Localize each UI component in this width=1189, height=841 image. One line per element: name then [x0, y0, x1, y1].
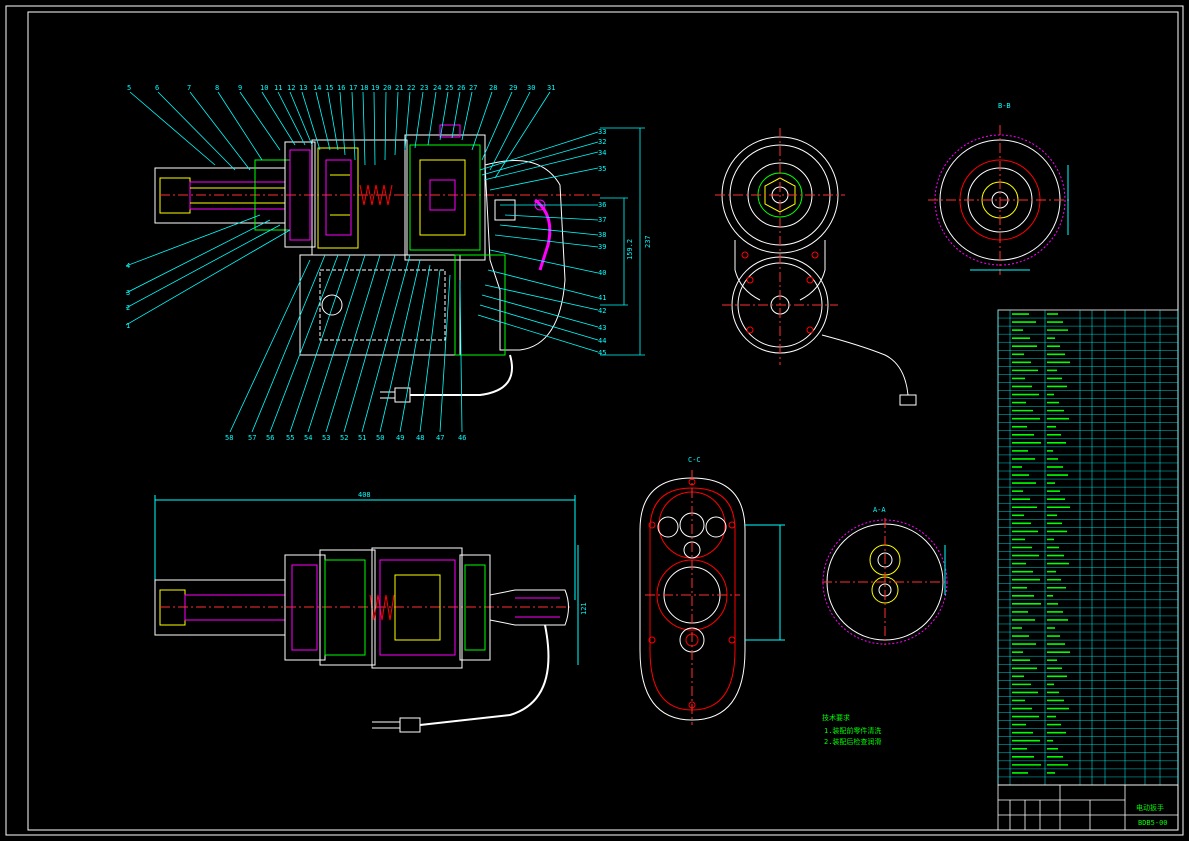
section-a-a-view — [822, 518, 948, 645]
balloon-label: 44 — [598, 337, 606, 345]
balloon-label: 10 — [260, 84, 268, 92]
balloon-label: 14 — [313, 84, 321, 92]
section-b-b-view — [928, 125, 1072, 275]
balloon-label: 20 — [383, 84, 391, 92]
balloon-label: 18 — [360, 84, 368, 92]
balloon-label: 43 — [598, 324, 606, 332]
balloon-label: 42 — [598, 307, 606, 315]
dim-bottom-height: 121 — [580, 602, 588, 615]
balloon-label: 1 — [126, 322, 130, 330]
balloon-label: 35 — [598, 165, 606, 173]
balloon-label: 8 — [215, 84, 219, 92]
dim-right-height: 237 — [644, 235, 652, 248]
title-drawing-name: 电动扳手 — [1136, 803, 1164, 812]
section-label-b-b: B-B — [998, 102, 1011, 110]
balloon-label: 5 — [127, 84, 131, 92]
balloon-label: 46 — [458, 434, 466, 442]
balloon-label: 30 — [527, 84, 535, 92]
balloon-label: 37 — [598, 216, 606, 224]
technical-notes: 技术要求 1.装配前零件清洗 2.装配后检查润滑 — [822, 713, 881, 746]
balloon-label: 22 — [407, 84, 415, 92]
title-block — [997, 784, 1179, 831]
balloon-label: 36 — [598, 201, 606, 209]
balloon-label: 57 — [248, 434, 256, 442]
balloon-labels-right: 33 32 34 35 36 37 38 39 40 41 42 43 44 45 — [598, 128, 606, 357]
balloon-label: 9 — [238, 84, 242, 92]
balloon-label: 58 — [225, 434, 233, 442]
balloon-label: 33 — [598, 128, 606, 136]
section-label-a-a: A-A — [873, 506, 886, 514]
balloon-label: 49 — [396, 434, 404, 442]
balloon-label: 2 — [126, 304, 130, 312]
balloon-label: 47 — [436, 434, 444, 442]
balloon-label: 31 — [547, 84, 555, 92]
notes-heading: 技术要求 — [822, 713, 850, 722]
notes-line-2: 2.装配后检查润滑 — [824, 737, 881, 746]
balloon-label: 40 — [598, 269, 606, 277]
balloon-label: 23 — [420, 84, 428, 92]
balloon-label: 21 — [395, 84, 403, 92]
balloon-label: 51 — [358, 434, 366, 442]
balloon-label: 26 — [457, 84, 465, 92]
balloon-labels-left: 4 3 2 1 — [126, 262, 130, 330]
balloon-label: 17 — [349, 84, 357, 92]
balloon-label: 50 — [376, 434, 384, 442]
balloon-label: 48 — [416, 434, 424, 442]
balloon-label: 13 — [299, 84, 307, 92]
balloon-label: 12 — [287, 84, 295, 92]
main-section-view — [125, 91, 645, 433]
balloon-label: 7 — [187, 84, 191, 92]
balloon-label: 3 — [126, 289, 130, 297]
balloon-label: 54 — [304, 434, 312, 442]
balloon-label: 45 — [598, 349, 606, 357]
balloon-label: 16 — [337, 84, 345, 92]
balloon-label: 15 — [325, 84, 333, 92]
balloon-label: 6 — [155, 84, 159, 92]
balloon-label: 29 — [509, 84, 517, 92]
balloon-label: 41 — [598, 294, 606, 302]
balloon-label: 4 — [126, 262, 130, 270]
dim-right-height2: 159.2 — [626, 239, 634, 260]
balloon-label: 28 — [489, 84, 497, 92]
bill-of-materials-table — [997, 309, 1179, 786]
balloon-label: 32 — [598, 138, 606, 146]
section-c-c-view — [639, 470, 785, 725]
outer-frame — [5, 5, 1184, 836]
dim-overall-length: 408 — [358, 491, 371, 499]
balloon-label: 25 — [445, 84, 453, 92]
balloon-labels-bottom: 58 57 56 55 54 53 52 51 50 49 48 47 46 — [225, 434, 466, 442]
balloon-label: 24 — [433, 84, 441, 92]
section-label-c-c: C-C — [688, 456, 701, 464]
balloon-label: 19 — [371, 84, 379, 92]
balloon-label: 52 — [340, 434, 348, 442]
balloon-label: 55 — [286, 434, 294, 442]
balloon-label: 11 — [274, 84, 282, 92]
balloon-label: 53 — [322, 434, 330, 442]
balloon-label: 39 — [598, 243, 606, 251]
balloon-label: 27 — [469, 84, 477, 92]
balloon-label: 34 — [598, 149, 606, 157]
notes-line-1: 1.装配前零件清洗 — [824, 726, 881, 735]
balloon-label: 38 — [598, 231, 606, 239]
bottom-side-view — [154, 495, 579, 733]
front-view — [715, 128, 917, 406]
balloon-label: 56 — [266, 434, 274, 442]
title-drawing-code: BDB5-00 — [1138, 819, 1168, 827]
